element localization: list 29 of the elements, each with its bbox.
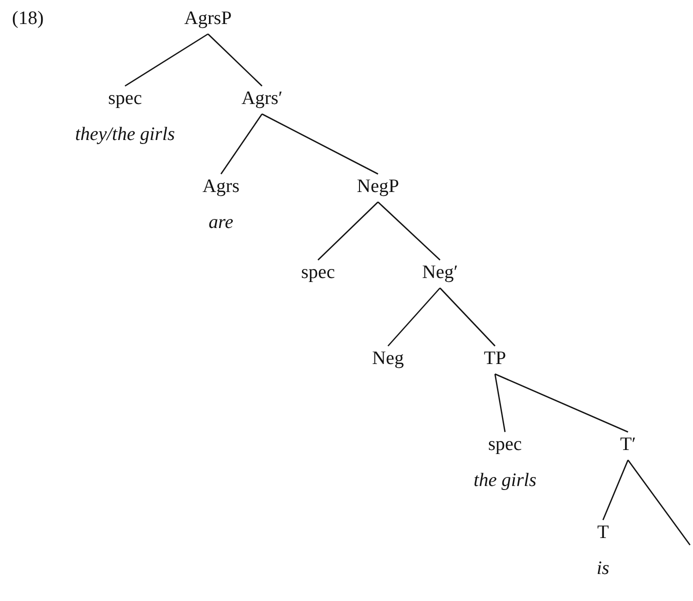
tree-branch xyxy=(208,34,262,86)
category-label: Neg′ xyxy=(422,262,458,284)
tree-branch xyxy=(124,33,208,87)
tree-branch xyxy=(602,460,629,520)
tree-branch xyxy=(220,114,263,174)
word-label: is xyxy=(596,558,610,580)
category-label: Agrs xyxy=(202,176,240,198)
category-label: spec xyxy=(107,88,143,110)
category-label: TP xyxy=(484,348,506,370)
tree-branch xyxy=(318,202,378,260)
word-label: are xyxy=(208,212,234,234)
tree-branch xyxy=(440,288,496,346)
category-label: AgrsP xyxy=(184,8,232,30)
category-label: T′ xyxy=(620,434,636,456)
category-label: Neg xyxy=(372,348,404,370)
word-label: the girls xyxy=(474,470,536,492)
tree-branch xyxy=(494,373,628,433)
tree-branch xyxy=(494,374,506,432)
example-number: (18) xyxy=(12,8,44,30)
category-label: Agrs′ xyxy=(241,88,283,110)
category-label: spec xyxy=(301,262,335,284)
tree-branch xyxy=(388,288,440,346)
tree-branch xyxy=(627,460,691,546)
category-label: NegP xyxy=(356,176,400,198)
category-label: T xyxy=(596,522,610,544)
tree-branch xyxy=(378,202,440,260)
word-label: they/the girls xyxy=(75,124,175,146)
category-label: spec xyxy=(487,434,523,456)
tree-branch xyxy=(262,113,378,175)
